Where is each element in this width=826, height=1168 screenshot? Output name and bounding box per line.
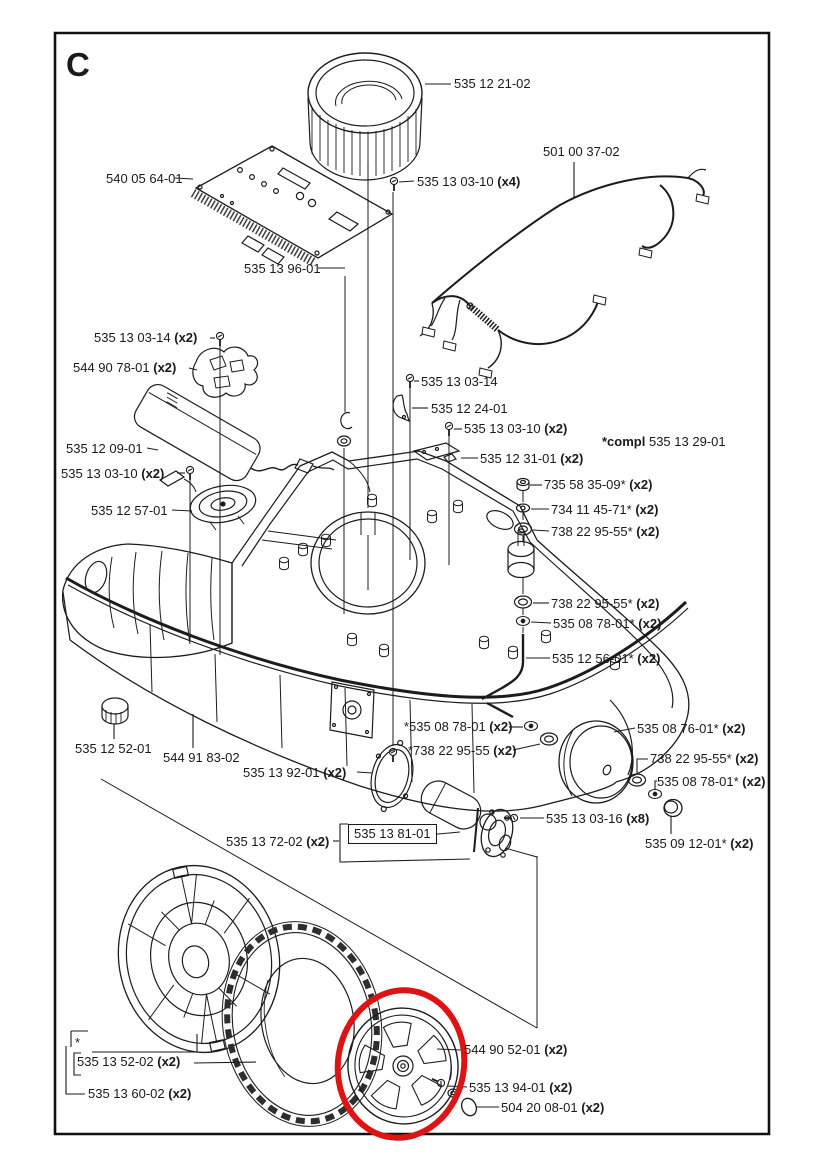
plug-part [102, 698, 128, 724]
part-label: *compl 535 13 29-01 [602, 434, 726, 449]
gasket-part [364, 736, 420, 817]
part-label: 535 13 03-10 (x4) [417, 174, 521, 189]
wheel-hub-part [101, 850, 297, 1067]
leader-lines [66, 84, 671, 1107]
part-label: 535 12 57-01 [91, 503, 168, 518]
part-label: 735 58 35-09* (x2) [544, 477, 653, 492]
chassis-part [63, 451, 689, 811]
part-label: 535 13 03-10 (x2) [464, 421, 568, 436]
part-label: 544 90 78-01 (x2) [73, 360, 177, 375]
part-label: 535 13 72-02 (x2) [226, 834, 330, 849]
part-label: 535 12 52-01 [75, 741, 152, 756]
part-label: 544 91 83-02 [163, 750, 240, 765]
part-label: 544 90 52-01 (x2) [464, 1042, 568, 1057]
part-label: 535 12 31-01 (x2) [480, 451, 584, 466]
wiring-harness-part [420, 169, 710, 379]
part-label: 535 13 03-16 (x8) [546, 811, 650, 826]
motor-part [416, 775, 518, 860]
part-label: 535 13 96-01 [244, 261, 321, 276]
asterisk-marker: * [75, 1035, 81, 1050]
tire-part [206, 909, 397, 1139]
part-label: 535 12 09-01 [66, 441, 143, 456]
construction-lines [190, 162, 523, 746]
reference-panel-lines [101, 779, 537, 1028]
part-label: 535 08 78-01* (x2) [657, 774, 766, 789]
part-label: 535 13 92-01 (x2) [243, 765, 347, 780]
part-label: 535 08 76-01* (x2) [637, 721, 746, 736]
part-label: 501 00 37-02 [543, 144, 620, 159]
wheel-cover-part [340, 1001, 479, 1131]
part-label: 535 13 52-02 (x2) [77, 1054, 181, 1069]
part-label: 738 22 95-55* (x2) [551, 596, 660, 611]
pcb-part [193, 146, 392, 264]
part-label: 535 13 03-14 (x2) [94, 330, 198, 345]
highlight-ellipse [327, 981, 475, 1147]
part-label: 738 22 95-55* (x2) [650, 751, 759, 766]
part-label: 535 12 24-01 [431, 401, 508, 416]
drum-part [308, 53, 422, 180]
part-label: 535 13 60-02 (x2) [88, 1086, 192, 1101]
part-label: 535 09 12-01* (x2) [645, 836, 754, 851]
part-label-boxed: 535 13 81-01 [348, 824, 437, 844]
figure-letter: C [66, 46, 90, 83]
caster-parts [482, 479, 533, 718]
part-label: 540 05 64-01 [106, 171, 183, 186]
part-label: 504 20 08-01 (x2) [501, 1100, 605, 1115]
part-label: 535 12 56-01* (x2) [552, 651, 661, 666]
part-label: *535 08 78-01 (x2) [404, 719, 513, 734]
front-wheel-parts [523, 721, 683, 817]
drawing-lines [63, 53, 710, 1139]
part-label: 535 08 78-01* (x2) [553, 616, 662, 631]
part-label: 535 13 94-01 (x2) [469, 1080, 573, 1095]
part-label: 734 11 45-71* (x2) [551, 502, 659, 517]
bracket-part [193, 347, 258, 397]
speaker-part [160, 471, 259, 530]
part-label: 738 22 95-55* (x2) [551, 524, 660, 539]
part-label: 535 12 21-02 [454, 76, 531, 91]
part-label: *738 22 95-55 (x2) [408, 743, 517, 758]
small-parts [393, 395, 459, 462]
hook-part [338, 413, 353, 446]
part-label: 535 13 03-14 [421, 374, 498, 389]
part-label: 535 13 03-10 (x2) [61, 466, 165, 481]
